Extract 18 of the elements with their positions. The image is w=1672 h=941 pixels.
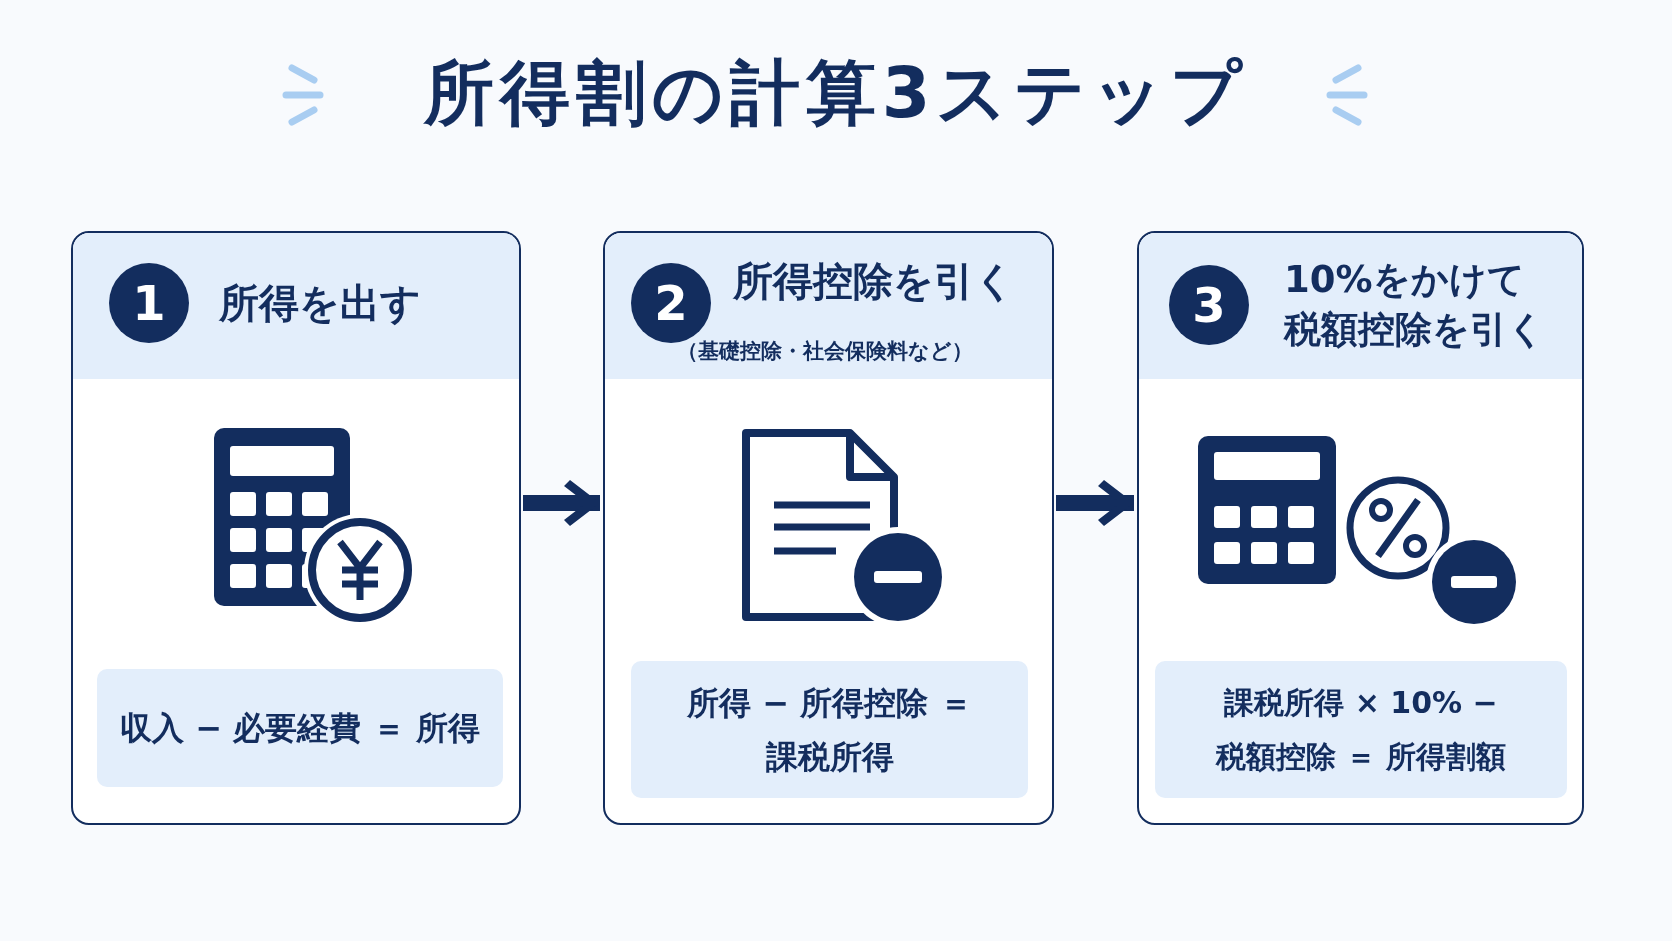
- formula-text: 収入 − 必要経費 ＝ 所得: [120, 708, 480, 749]
- step-number: 1: [109, 263, 189, 343]
- card-header: [1139, 233, 1582, 379]
- step-card: [603, 231, 1054, 825]
- card-header: [73, 233, 519, 379]
- card-header: [605, 233, 1052, 379]
- step-number: 3: [1169, 265, 1249, 345]
- formula-box: [97, 669, 503, 787]
- step-heading: 所得控除を引く: [733, 257, 1015, 306]
- formula-box: [631, 661, 1028, 798]
- formula-text: 課税所得 × 10% −税額控除 ＝ 所得割額: [1214, 683, 1508, 776]
- step-heading: 10%をかけて税額控除を引く: [1284, 257, 1546, 353]
- formula-box: [1155, 661, 1567, 798]
- step-card: [71, 231, 521, 825]
- step-heading: 所得を出す: [219, 279, 421, 328]
- formula-text: 所得 − 所得控除 ＝課税所得: [686, 682, 973, 778]
- title: 所得割の計算3ステップ: [423, 51, 1249, 136]
- step-card: [1137, 231, 1584, 825]
